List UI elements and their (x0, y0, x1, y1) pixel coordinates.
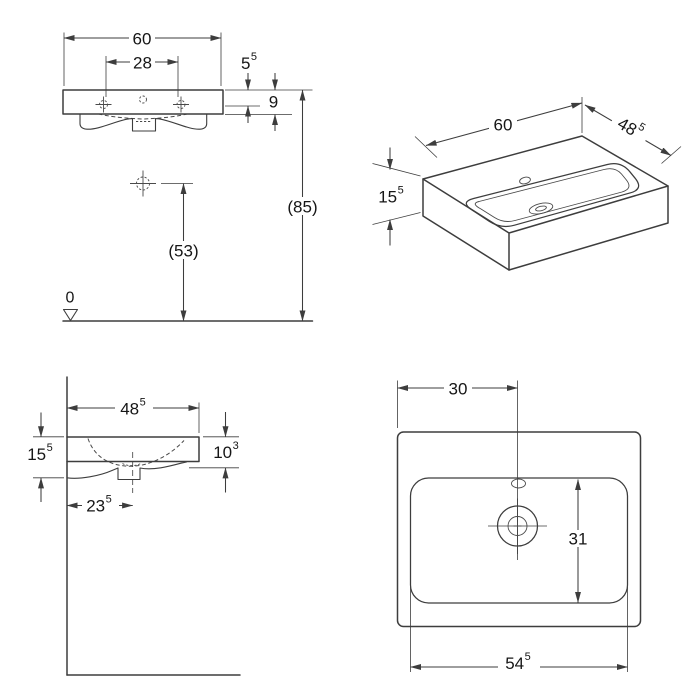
drain-recess-hidden-line (122, 463, 141, 467)
dim-label-9: 9 (269, 92, 278, 111)
datum-triangle (62, 308, 79, 322)
dim-front-width: 60 (63, 29, 222, 86)
dim-iso-width: 60 (414, 97, 583, 158)
overflow-hole-iso (519, 176, 531, 185)
dim-label-85: (85) (287, 197, 317, 216)
dim-label-31: 31 (569, 529, 588, 548)
dim-front-tap-spacing: 28 (105, 53, 179, 97)
dim-label-15-iso: 155 (378, 185, 404, 207)
dim-side-front-edge: 103 (189, 412, 244, 493)
datum-zero-label: 0 (66, 289, 75, 306)
outlet-connection-symbol (130, 170, 156, 197)
dim-iso-height: 155 (372, 147, 421, 246)
dim-front-rim-height: (85) (281, 89, 324, 322)
dim-plan-bowl-width: 545 (410, 579, 628, 673)
bowl-rim-iso (465, 163, 640, 228)
dim-label-28: 28 (133, 53, 152, 72)
dim-label-54: 545 (505, 651, 531, 673)
bowl-outline-plan (409, 477, 629, 604)
isometric-view: 60 485 155 (372, 97, 682, 271)
basin-underside-front (79, 113, 208, 132)
dim-front-rim-to-tap: 55 (238, 51, 263, 123)
drain-plan (488, 498, 547, 554)
side-view: 485 155 103 235 (24, 376, 244, 676)
plan-view: 30 31 545 (396, 379, 642, 673)
bowl-inner-edge-iso (474, 168, 630, 222)
bowl-hidden-curve-side (87, 438, 185, 467)
datum-marker: 0 (62, 289, 79, 322)
overflow-hole-plan (511, 478, 526, 489)
front-view: 60 28 55 9 (85) (62, 29, 324, 322)
basin-body-front (62, 89, 224, 115)
tap-hole-symbol-left (95, 96, 112, 113)
overflow-symbol-front (139, 95, 147, 104)
dim-label-48-side: 485 (120, 397, 146, 419)
dim-label-23-side: 235 (86, 494, 112, 516)
dim-front-apron: 9 (266, 73, 281, 131)
dim-label-53: (53) (168, 241, 198, 260)
dim-plan-bowl-depth: 31 (564, 479, 592, 603)
dim-label-5-5: 55 (241, 51, 257, 73)
dim-label-60-iso: 60 (494, 115, 513, 134)
dim-front-outlet-height: (53) (161, 183, 205, 322)
basin-outline-plan (396, 431, 642, 628)
basin-body-iso-edges (422, 178, 669, 271)
tap-hole-symbol-right (173, 96, 189, 113)
dim-label-60-front: 60 (133, 29, 152, 48)
dim-side-depth: 485 (66, 397, 200, 433)
dim-label-15-side: 155 (27, 442, 53, 464)
drain-iso (528, 202, 554, 215)
dim-side-outlet-offset: 235 (66, 494, 134, 516)
dim-plan-center-offset: 30 (397, 379, 518, 428)
basin-underside-side (66, 460, 188, 481)
rim-extension-line (225, 89, 313, 115)
dim-label-10-side: 103 (213, 440, 239, 462)
dim-label-30: 30 (449, 379, 468, 398)
dim-side-height: 155 (24, 412, 64, 502)
